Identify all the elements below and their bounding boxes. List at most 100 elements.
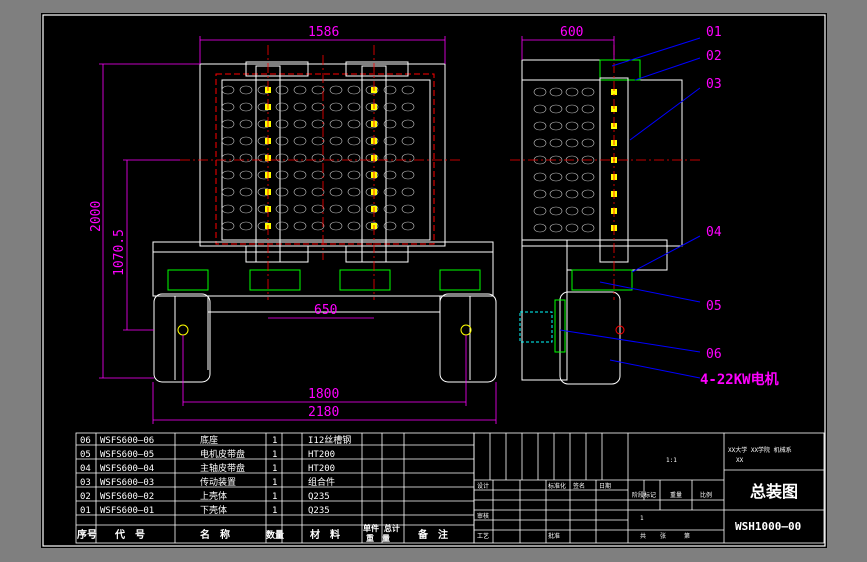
rotor-blade [221,187,235,197]
rotor-blade [239,85,253,95]
tb-drawing-no: WSH1000—00 [735,520,801,533]
bom-cell-name: 传动装置 [200,476,236,488]
rotor-blade [239,119,253,129]
rotor-blade [329,136,343,146]
bom-cell-no: 06 [80,436,91,446]
front-motor-right [439,293,497,383]
rotor-blade [239,170,253,180]
rotor-blade [549,138,563,148]
rotor-blade [565,189,579,199]
bom-cell-code: WSFS600—06 [100,436,154,446]
bom-header-remark: 备 注 [417,528,448,541]
tb-unit: 1:1 [666,457,677,464]
rotor-blade [275,136,289,146]
rotor-blade [293,170,307,180]
bom-cell-code: WSFS600—04 [100,464,154,474]
rotor-blade [239,204,253,214]
rotor-blade [239,221,253,231]
tb-label-sign: 签名 [573,482,585,490]
tb-scale-value: 1 [640,515,644,522]
rotor-blade [581,121,595,131]
rotor-blade [549,223,563,233]
rotor-blade [347,119,361,129]
front-upper-housing [199,63,446,247]
rotor-blade [383,102,397,112]
rotor-blade [221,85,235,95]
rotor-blade [275,170,289,180]
bom-header-code: 代 号 [114,528,145,541]
bom-header-material: 材 料 [310,528,340,541]
rotor-blade [347,221,361,231]
rotor-blade [221,102,235,112]
rotor-blade [347,153,361,163]
motor-note: 4-22KW电机 [700,371,779,388]
rotor-blade [221,170,235,180]
side-base [521,239,568,381]
rotor-blade [293,119,307,129]
tb-label-scale: 比例 [700,491,712,499]
rotor-blade [275,221,289,231]
rotor-blade [383,153,397,163]
rotor-blade [365,102,379,112]
tb-label-date: 日期 [599,482,611,490]
bom-cell-no: 01 [80,506,91,516]
tb-label-process: 工艺 [477,532,489,540]
callout-02: 02 [706,49,722,64]
bom-cell-name: 电机皮带盘 [200,448,245,460]
bom-cell-material: Q235 [308,506,330,516]
bom-header-name: 名 称 [200,528,230,541]
callout-01: 01 [706,25,722,40]
tb-label-check: 审核 [477,512,489,520]
rotor-blade [329,221,343,231]
side-centerlines [510,45,700,300]
callout-05: 05 [706,299,722,314]
rotor-blade [311,85,325,95]
rotor-blade [275,187,289,197]
bom-cell-no: 03 [80,478,91,488]
rotor-blade [293,85,307,95]
rotor-blade [401,102,415,112]
bom-cell-name: 底座 [200,434,218,446]
rotor-blade [293,102,307,112]
rotor-blade [347,170,361,180]
rotor-blade [239,153,253,163]
rotor-blade [311,221,325,231]
bom-cell-material: 组合件 [308,476,335,488]
dim-height-shaft: 1070.5 [112,229,127,276]
rotor-blade [401,221,415,231]
rotor-blade [311,119,325,129]
rotor-blade [533,223,547,233]
rotor-blade [293,221,307,231]
bom-cell-material: Q235 [308,492,330,502]
rotor-blade [581,172,595,182]
rotor-blade [401,170,415,180]
rotor-blade [329,153,343,163]
tb-label-sheet: 共 [640,532,646,540]
rotor-blade [347,204,361,214]
rotor-blade [401,136,415,146]
tb-label-page: 张 [660,532,666,540]
front-motor-left [153,293,211,383]
rotor-blade [533,87,547,97]
drawing-border [42,14,826,547]
bom-cell-name: 下壳体 [200,504,227,516]
rotor-blade [293,153,307,163]
rotor-blade [293,187,307,197]
rotor-blade [549,87,563,97]
dim-width-top: 1586 [308,25,339,40]
front-dimensions [99,36,497,424]
rotor-blade [401,153,415,163]
bom-cell-code: WSFS600—01 [100,506,154,516]
rotor-blade [549,172,563,182]
rotor-blade [383,170,397,180]
front-inner-frame [215,73,435,245]
bom-cell-no: 04 [80,464,91,474]
rotor-blade [401,119,415,129]
rotor-blade [221,153,235,163]
rotor-blade [311,204,325,214]
callout-06: 06 [706,347,722,362]
bom-cell-code: WSFS600—03 [100,478,154,488]
rotor-blade [365,136,379,146]
